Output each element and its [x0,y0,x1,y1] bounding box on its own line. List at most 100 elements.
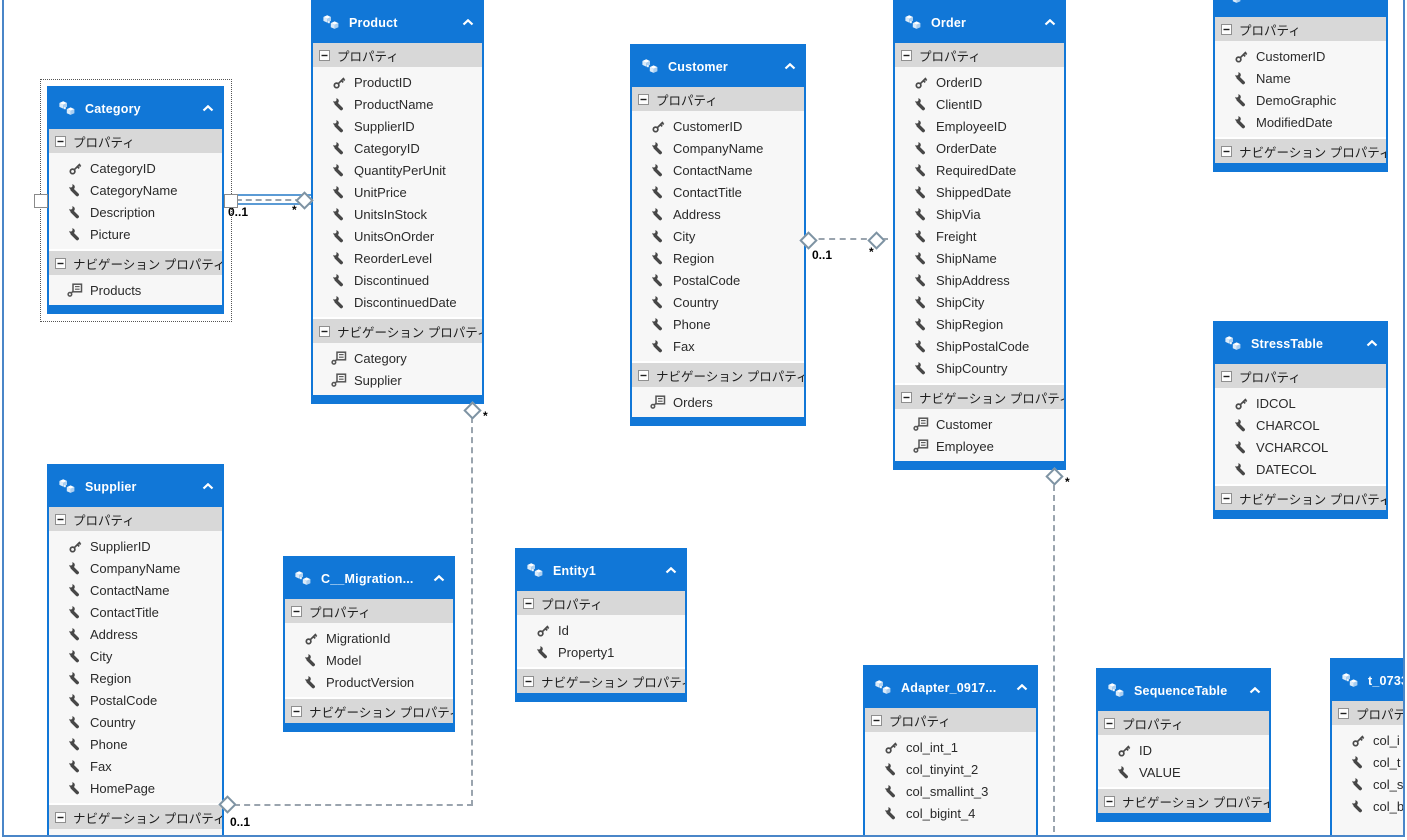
property-row[interactable]: Address [632,203,804,225]
minus-expander-icon[interactable] [319,325,330,337]
property-row[interactable]: ShipVia [895,203,1064,225]
property-row[interactable]: col_s [1332,773,1407,795]
minus-expander-icon[interactable] [871,714,882,726]
collapse-chevron-up-icon[interactable] [433,575,445,582]
property-row[interactable]: Fax [632,335,804,357]
property-row[interactable]: DiscontinuedDate [313,291,482,313]
selection-handle[interactable] [34,193,48,208]
entity-header[interactable]: Adapter_0917... [865,667,1036,708]
property-row[interactable]: col_i [1332,729,1407,751]
property-row[interactable]: CustomerID [632,115,804,137]
minus-expander-icon[interactable] [55,257,66,269]
property-row[interactable]: DemoGraphic [1215,89,1386,111]
navigation-row[interactable]: Products [49,279,222,301]
property-row[interactable]: Address [49,623,222,645]
minus-expander-icon[interactable] [901,391,912,403]
property-row[interactable]: Description [49,201,222,223]
association-line[interactable] [1053,485,1055,840]
property-row[interactable]: ReorderLevel [313,247,482,269]
navigation-row[interactable]: Supplier [313,369,482,391]
property-row[interactable]: col_tinyint_2 [865,758,1036,780]
property-row[interactable]: ID [1098,739,1269,761]
property-row[interactable]: EmployeeID [895,115,1064,137]
property-row[interactable]: ModifiedDate [1215,111,1386,133]
navigation-row[interactable]: Employee [895,435,1064,457]
property-row[interactable]: Name [1215,67,1386,89]
property-row[interactable]: Freight [895,225,1064,247]
property-row[interactable]: col_b [1332,795,1407,817]
minus-expander-icon[interactable] [55,135,66,147]
minus-expander-icon[interactable] [55,513,66,525]
collapse-chevron-up-icon[interactable] [665,567,677,574]
collapse-chevron-up-icon[interactable] [202,483,214,490]
property-row[interactable]: ProductName [313,93,482,115]
property-row[interactable]: col_t [1332,751,1407,773]
property-row[interactable]: ShipPostalCode [895,335,1064,357]
entity-header[interactable]: StressTable [1215,323,1386,364]
entity-header[interactable]: SequenceTable [1098,670,1269,711]
property-row[interactable]: IDCOL [1215,392,1386,414]
property-row[interactable]: CompanyName [632,137,804,159]
minus-expander-icon[interactable] [1221,23,1232,35]
minus-expander-icon[interactable] [291,705,302,717]
minus-expander-icon[interactable] [1221,492,1232,504]
property-row[interactable]: PostalCode [632,269,804,291]
minus-expander-icon[interactable] [1221,145,1232,157]
property-row[interactable]: Phone [632,313,804,335]
property-row[interactable]: CategoryID [313,137,482,159]
minus-expander-icon[interactable] [1104,717,1115,729]
minus-expander-icon[interactable] [319,49,330,61]
navigation-row[interactable]: Category [313,347,482,369]
property-row[interactable]: ProductVersion [285,671,453,693]
entity-header[interactable]: Customer [632,46,804,87]
collapse-chevron-up-icon[interactable] [1366,340,1378,347]
entity-header[interactable]: Order [895,2,1064,43]
entity-header[interactable] [1215,0,1386,17]
property-row[interactable]: VCHARCOL [1215,436,1386,458]
property-row[interactable]: SupplierID [49,535,222,557]
minus-expander-icon[interactable] [1221,370,1232,382]
property-row[interactable]: col_smallint_3 [865,780,1036,802]
collapse-chevron-up-icon[interactable] [1249,687,1261,694]
property-row[interactable]: UnitsInStock [313,203,482,225]
property-row[interactable]: CHARCOL [1215,414,1386,436]
entity-header[interactable]: t_0733 [1332,660,1407,701]
property-row[interactable]: ShipCountry [895,357,1064,379]
association-line[interactable] [234,804,473,806]
property-row[interactable]: ShipAddress [895,269,1064,291]
entity-header[interactable]: C__Migration... [285,558,453,599]
property-row[interactable]: Region [632,247,804,269]
property-row[interactable]: CompanyName [49,557,222,579]
minus-expander-icon[interactable] [291,605,302,617]
property-row[interactable]: ShipRegion [895,313,1064,335]
association-line-selected[interactable] [226,194,311,205]
property-row[interactable]: Country [632,291,804,313]
navigation-row[interactable]: Orders [632,391,804,413]
property-row[interactable]: Model [285,649,453,671]
collapse-chevron-up-icon[interactable] [784,63,796,70]
property-row[interactable]: QuantityPerUnit [313,159,482,181]
property-row[interactable]: ShipName [895,247,1064,269]
property-row[interactable]: City [632,225,804,247]
property-row[interactable]: Picture [49,223,222,245]
property-row[interactable]: VALUE [1098,761,1269,783]
property-row[interactable]: Phone [49,733,222,755]
property-row[interactable]: City [49,645,222,667]
association-line[interactable] [808,238,888,240]
property-row[interactable]: Country [49,711,222,733]
property-row[interactable]: Discontinued [313,269,482,291]
property-row[interactable]: OrderDate [895,137,1064,159]
collapse-chevron-up-icon[interactable] [202,105,214,112]
minus-expander-icon[interactable] [55,811,66,823]
minus-expander-icon[interactable] [1104,795,1115,807]
